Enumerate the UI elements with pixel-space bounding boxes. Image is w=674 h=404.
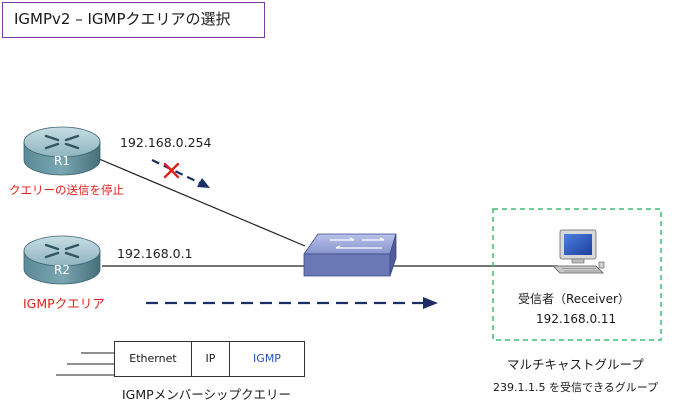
packet-field-igmp: IGMP: [253, 352, 281, 365]
link-r1-switch: [91, 155, 306, 247]
stop-x-mark: [163, 162, 180, 179]
receiver-label: 受信者（Receiver）: [518, 292, 630, 306]
packet-field-ethernet: Ethernet: [115, 342, 192, 376]
router-r2-icon: [23, 235, 101, 285]
group-note: 239.1.1.5 を受信できるグループ: [493, 381, 659, 394]
switch-icon: [303, 233, 397, 277]
router-r1-label: R1: [54, 154, 70, 168]
group-label: マルチキャストグループ: [507, 357, 644, 372]
diagram-title: IGMPv2 – IGMPクエリアの選択: [2, 2, 265, 38]
packet-field-ip: IP: [192, 342, 230, 376]
r2-ip-label: 192.168.0.1: [117, 246, 193, 261]
router-r2-label: R2: [54, 263, 70, 277]
stopped-query-arrow: [151, 159, 210, 188]
query-arrow: [146, 297, 438, 309]
packet-structure: Ethernet IP IGMP: [114, 341, 305, 377]
receiver-ip-label: 192.168.0.11: [536, 312, 617, 326]
packet-caption: IGMPメンバーシップクエリー: [122, 387, 291, 402]
multicast-group-box: [492, 208, 662, 341]
r1-ip-label: 192.168.0.254: [120, 135, 212, 150]
r2-role-note: IGMPクエリア: [23, 296, 105, 311]
packet-lines: [56, 352, 114, 376]
router-r1-icon: [23, 126, 101, 176]
receiver-computer-icon: [552, 229, 605, 274]
r1-status-note: クエリーの送信を停止: [9, 183, 124, 197]
